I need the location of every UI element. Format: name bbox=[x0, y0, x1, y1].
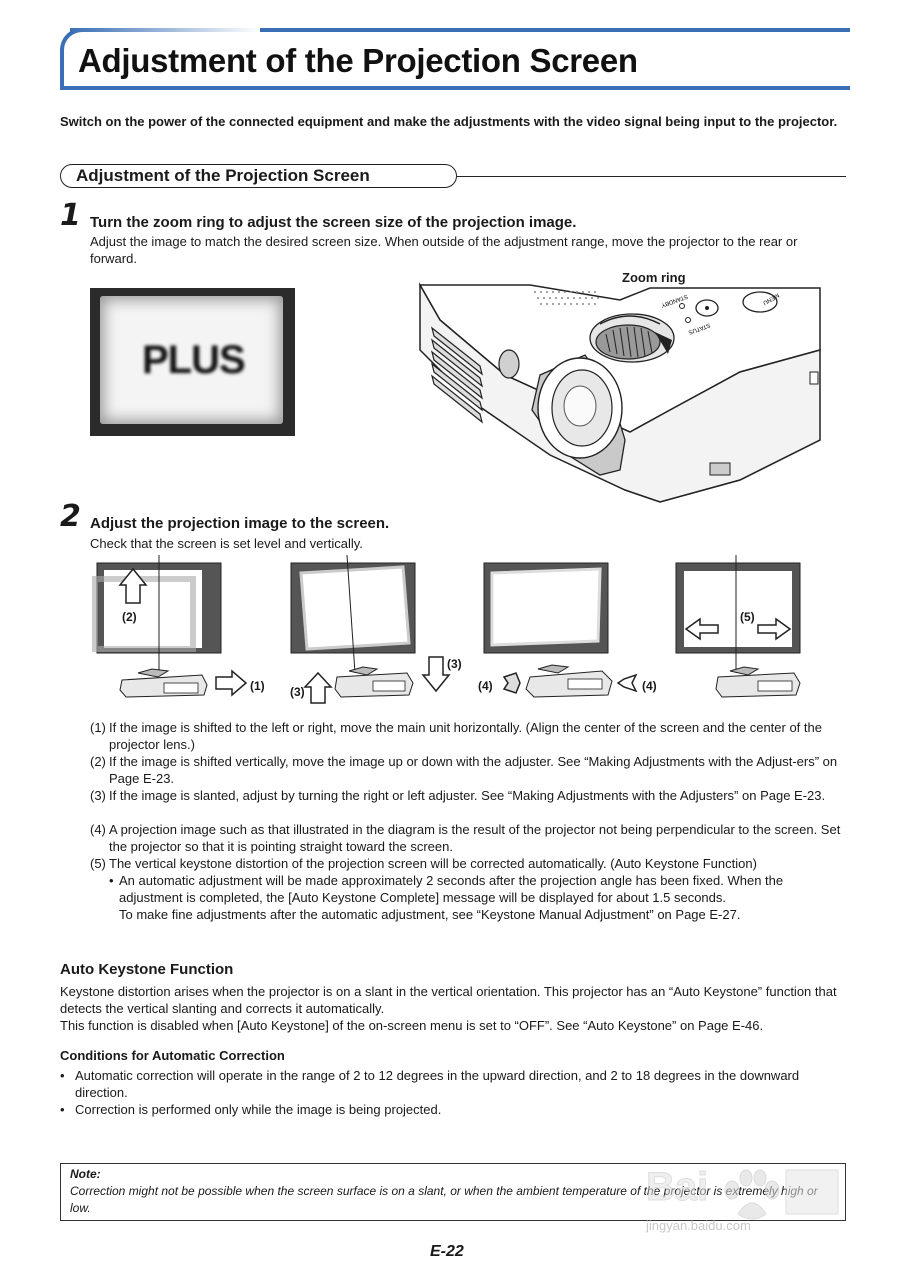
note-box bbox=[60, 1163, 846, 1221]
item-2-number: (2) bbox=[90, 754, 106, 769]
step-1-number: 1 bbox=[60, 198, 81, 233]
diagram-vertical-shift bbox=[92, 555, 248, 698]
auto-keystone-para-2: This function is disabled when [Auto Key… bbox=[60, 1018, 764, 1033]
item-1-number: (1) bbox=[90, 720, 106, 735]
item-2-text: If the image is shifted vertically, move… bbox=[109, 754, 838, 786]
title-frame bbox=[60, 28, 850, 90]
item-3-text: If the image is slanted, adjust by turni… bbox=[109, 788, 826, 803]
condition-2: Correction is performed only while the i… bbox=[75, 1102, 442, 1117]
note-label: Note: bbox=[70, 1167, 101, 1181]
section-rule bbox=[457, 176, 846, 177]
item-3-number: (3) bbox=[90, 788, 106, 803]
item-5-number: (5) bbox=[90, 856, 106, 871]
baidu-watermark-logo: Bai bbox=[646, 1165, 839, 1220]
diagram-label-2: (2) bbox=[122, 610, 137, 624]
item-4-number: (4) bbox=[90, 822, 106, 837]
step-1-heading: Turn the zoom ring to adjust the screen … bbox=[90, 214, 577, 231]
page-title: Adjustment of the Projection Screen bbox=[78, 42, 638, 79]
title-frame-accent bbox=[70, 28, 260, 32]
section-title-box bbox=[60, 164, 457, 188]
diagram-label-1: (1) bbox=[250, 679, 265, 693]
item-5-bullet-text: An automatic adjustment will be made app… bbox=[119, 873, 784, 905]
diagram-keystone bbox=[675, 555, 801, 698]
condition-bullet-mark: • bbox=[60, 1068, 65, 1083]
auto-keystone-heading: Auto Keystone Function bbox=[60, 961, 234, 978]
item-5-extra-text: To make fine adjustments after the autom… bbox=[119, 907, 741, 922]
projector-illustration: STANDBY STATUS MENU bbox=[418, 282, 821, 503]
note-text: Correction might not be possible when th… bbox=[70, 1184, 818, 1215]
item-5-text: The vertical keystone distortion of the … bbox=[109, 856, 757, 871]
diagram-label-3a: (3) bbox=[290, 685, 305, 699]
condition-1: Automatic correction will operate in the… bbox=[75, 1068, 800, 1100]
item-5-bullet-mark: • bbox=[109, 873, 114, 888]
diagram-slant bbox=[290, 555, 451, 704]
blurred-image-text: PLUS bbox=[142, 338, 246, 382]
auto-keystone-para-1: Keystone distortion arises when the proj… bbox=[60, 984, 837, 1016]
diagram-label-4a: (4) bbox=[478, 679, 493, 693]
item-4-text: A projection image such as that illustra… bbox=[109, 822, 841, 854]
diagram-perpendicular bbox=[483, 562, 638, 698]
watermark-logo-text: Bai bbox=[646, 1165, 708, 1209]
step-2-text: Check that the screen is set level and v… bbox=[90, 536, 363, 551]
diagram-label-5: (5) bbox=[740, 610, 755, 624]
step-2-number: 2 bbox=[60, 499, 81, 534]
condition-bullet-mark: • bbox=[60, 1102, 65, 1117]
step-1-text: Adjust the image to match the desired sc… bbox=[90, 234, 798, 266]
conditions-heading: Conditions for Automatic Correction bbox=[60, 1048, 285, 1063]
section-title: Adjustment of the Projection Screen bbox=[76, 166, 370, 185]
step-2-heading: Adjust the projection image to the scree… bbox=[90, 515, 390, 532]
watermark-url: jingyan.baidu.com bbox=[646, 1218, 751, 1233]
diagram-label-3b: (3) bbox=[447, 657, 462, 671]
diagram-label-4b: (4) bbox=[642, 679, 657, 693]
blurred-image-screen bbox=[100, 296, 283, 424]
page-number: E-22 bbox=[430, 1243, 464, 1260]
intro-paragraph: Switch on the power of the connected equ… bbox=[60, 114, 838, 129]
zoom-ring-label: Zoom ring bbox=[622, 270, 686, 285]
item-1-text: If the image is shifted to the left or r… bbox=[109, 720, 822, 752]
